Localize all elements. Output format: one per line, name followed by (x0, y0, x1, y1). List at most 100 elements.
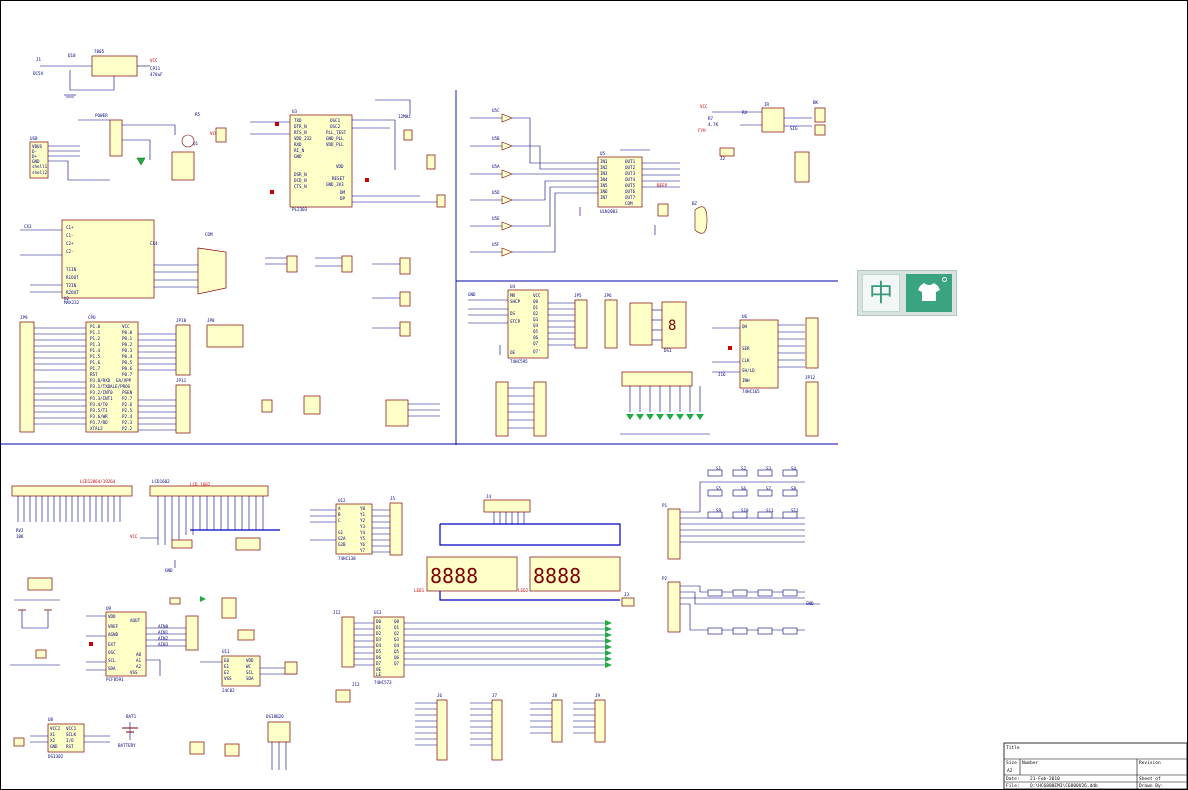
svg-text:LED1: LED1 (414, 588, 425, 593)
ime-skin-button[interactable] (906, 274, 952, 312)
svg-text:R5: R5 (195, 112, 201, 117)
single-7seg (661, 301, 687, 349)
svg-text:U12: U12 (338, 498, 346, 503)
svg-text:U6: U6 (742, 314, 748, 319)
svg-text:IN3: IN3 (600, 171, 608, 176)
cpu-left-pins: P1.0 P1.1 P1.2 P1.3 P1.4 P1.5 P1.6 P1.7 … (90, 324, 113, 431)
svg-text:A: A (338, 506, 341, 511)
svg-text:D2: D2 (376, 631, 382, 636)
svg-text:J12: J12 (333, 610, 341, 615)
cpu-wires (34, 327, 176, 431)
svg-text:VBUS: VBUS (32, 144, 43, 149)
svg-text:TXD: TXD (294, 118, 302, 123)
svg-text:COM: COM (625, 201, 633, 206)
ir-receiver (761, 107, 785, 133)
svg-text:D4: D4 (376, 643, 382, 648)
key-switches-top (707, 469, 798, 519)
svg-text:BEEP: BEEP (657, 183, 668, 188)
svg-text:74HC165: 74HC165 (742, 389, 760, 394)
svg-text:RV2: RV2 (16, 528, 24, 533)
svg-text:U13: U13 (374, 610, 382, 615)
hc595-chip (507, 289, 549, 359)
svg-text:DTR_N: DTR_N (294, 124, 307, 129)
ime-indicator-dot (942, 277, 947, 282)
svg-text:BK: BK (813, 100, 819, 105)
svg-text:GND: GND (806, 601, 814, 606)
svg-text:T2IN: T2IN (66, 283, 77, 288)
svg-text:U4: U4 (510, 284, 516, 289)
p1-header (667, 508, 681, 560)
svg-text:P1.5: P1.5 (90, 354, 101, 359)
svg-text:P1.0: P1.0 (90, 324, 101, 329)
svg-text:RESET: RESET (332, 176, 345, 181)
svg-text:LCD 1602: LCD 1602 (190, 482, 211, 487)
power-section: 7805 J1 DC5V D10 VCC CP11 470uF POWER R5… (33, 49, 227, 181)
svg-text:JP5: JP5 (574, 293, 582, 298)
svg-text:VDD: VDD (108, 614, 116, 619)
svg-text:P3.3/INT1: P3.3/INT1 (90, 396, 113, 401)
svg-text:FYH: FYH (698, 128, 706, 133)
svg-text:RI_N: RI_N (294, 148, 305, 153)
svg-text:4.7K: 4.7K (708, 122, 719, 127)
svg-text:P0.4: P0.4 (122, 354, 133, 359)
svg-text:ULN2003: ULN2003 (600, 209, 618, 214)
svg-text:OSC1: OSC1 (330, 118, 341, 123)
svg-text:OUT5: OUT5 (625, 183, 636, 188)
svg-text:Y2: Y2 (360, 518, 366, 523)
svg-text:P2.5: P2.5 (122, 408, 133, 413)
svg-text:P3.0/RXD: P3.0/RXD (90, 378, 111, 383)
ime-language-button[interactable]: 中 (862, 274, 900, 312)
svg-text:P3.5/T1: P3.5/T1 (90, 408, 108, 413)
svg-text:C: C (338, 518, 341, 523)
svg-text:U8: U8 (48, 717, 54, 722)
svg-text:S2: S2 (741, 466, 747, 471)
svg-text:OE: OE (510, 350, 516, 355)
svg-text:VDD_232: VDD_232 (294, 136, 312, 141)
svg-text:470uF: 470uF (150, 72, 163, 77)
svg-text:R7: R7 (708, 116, 714, 121)
svg-text:S9: S9 (716, 508, 722, 513)
regulator-7805 (91, 55, 138, 77)
svg-text:CPU: CPU (88, 315, 96, 320)
svg-text:P3.2/INT0: P3.2/INT0 (90, 390, 113, 395)
svg-text:IN2: IN2 (600, 165, 608, 170)
svg-text:VCC: VCC (210, 131, 218, 136)
svg-text:LCD1602: LCD1602 (152, 479, 170, 484)
svg-text:D-: D- (32, 149, 37, 154)
svg-text:Q6: Q6 (533, 335, 539, 340)
svg-text:GND: GND (165, 568, 173, 573)
ds1302-chip (47, 723, 85, 753)
svg-text:EXT: EXT (108, 642, 116, 647)
svg-text:JP6: JP6 (604, 293, 612, 298)
jumper-tables-bottom: J6 J7 J8 J9 (415, 693, 606, 761)
svg-text:VCC2: VCC2 (50, 726, 61, 731)
svg-text:D10: D10 (68, 53, 76, 58)
svg-text:P1.7: P1.7 (90, 366, 101, 371)
svg-text:J6: J6 (437, 693, 443, 698)
svg-text:J1: J1 (36, 57, 42, 62)
svg-text:P0.0: P0.0 (122, 330, 133, 335)
svg-text:Q0: Q0 (394, 619, 400, 624)
svg-text:P0.2: P0.2 (122, 342, 133, 347)
svg-text:DS18B20: DS18B20 (266, 714, 284, 719)
svg-text:J2: J2 (720, 156, 726, 161)
svg-text:P0.7: P0.7 (122, 372, 133, 377)
svg-text:VCC: VCC (150, 58, 158, 63)
svg-text:PL2303: PL2303 (292, 207, 308, 212)
svg-text:Q4: Q4 (394, 643, 400, 648)
power-led-block (171, 151, 195, 181)
svg-text:shell1: shell1 (32, 164, 48, 169)
svg-text:S7: S7 (766, 486, 772, 491)
svg-text:Revision: Revision (1139, 760, 1161, 766)
svg-text:VREF: VREF (108, 624, 119, 629)
svg-text:LCD12864/19264: LCD12864/19264 (80, 479, 116, 484)
svg-text:P2: P2 (662, 576, 668, 581)
svg-text:Q:\HC6800EM3\C6800V26.ddb: Q:\HC6800EM3\C6800V26.ddb (1030, 783, 1098, 789)
svg-text:P0.5: P0.5 (122, 360, 133, 365)
svg-text:VDD: VDD (246, 658, 254, 663)
svg-text:IN6: IN6 (600, 189, 608, 194)
usb-section: USB VBUS D- D+ GND shell1 shell2 (29, 136, 110, 181)
svg-text:Q3: Q3 (394, 637, 400, 642)
svg-text:Q6: Q6 (394, 655, 400, 660)
svg-text:QH: QH (742, 324, 748, 329)
